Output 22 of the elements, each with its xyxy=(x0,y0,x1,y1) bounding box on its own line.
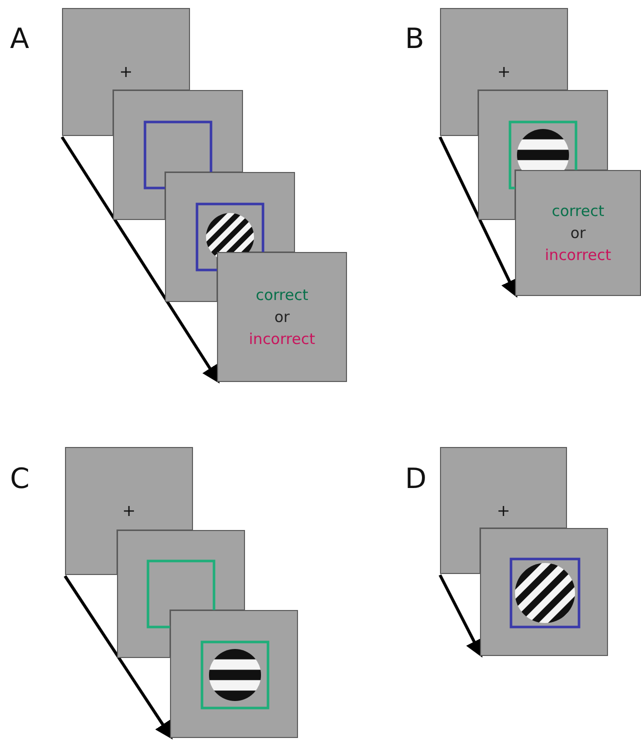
panel-letter: B xyxy=(405,22,424,55)
fixation-cross: + xyxy=(497,61,511,83)
stimulus-screen xyxy=(515,170,641,296)
feedback-text: or xyxy=(570,223,586,244)
fixation-cross: + xyxy=(496,500,510,522)
feedback-text: correct xyxy=(552,201,604,222)
fixation-cross: + xyxy=(119,61,133,83)
feedback-text: incorrect xyxy=(544,245,612,266)
stimulus-screen xyxy=(217,252,347,382)
feedback-text: or xyxy=(274,307,290,328)
arrow xyxy=(438,136,518,298)
stimulus-screen xyxy=(480,528,608,656)
fixation-cross: + xyxy=(122,500,136,522)
arrow xyxy=(438,574,482,658)
arrow xyxy=(60,136,220,384)
stimulus-screen xyxy=(170,610,298,738)
feedback-text: incorrect xyxy=(248,329,316,350)
panel-letter: D xyxy=(405,462,427,495)
feedback-text: correct xyxy=(256,285,308,306)
panel-letter: C xyxy=(10,462,30,495)
arrow xyxy=(64,575,173,740)
panel-letter: A xyxy=(10,22,30,55)
